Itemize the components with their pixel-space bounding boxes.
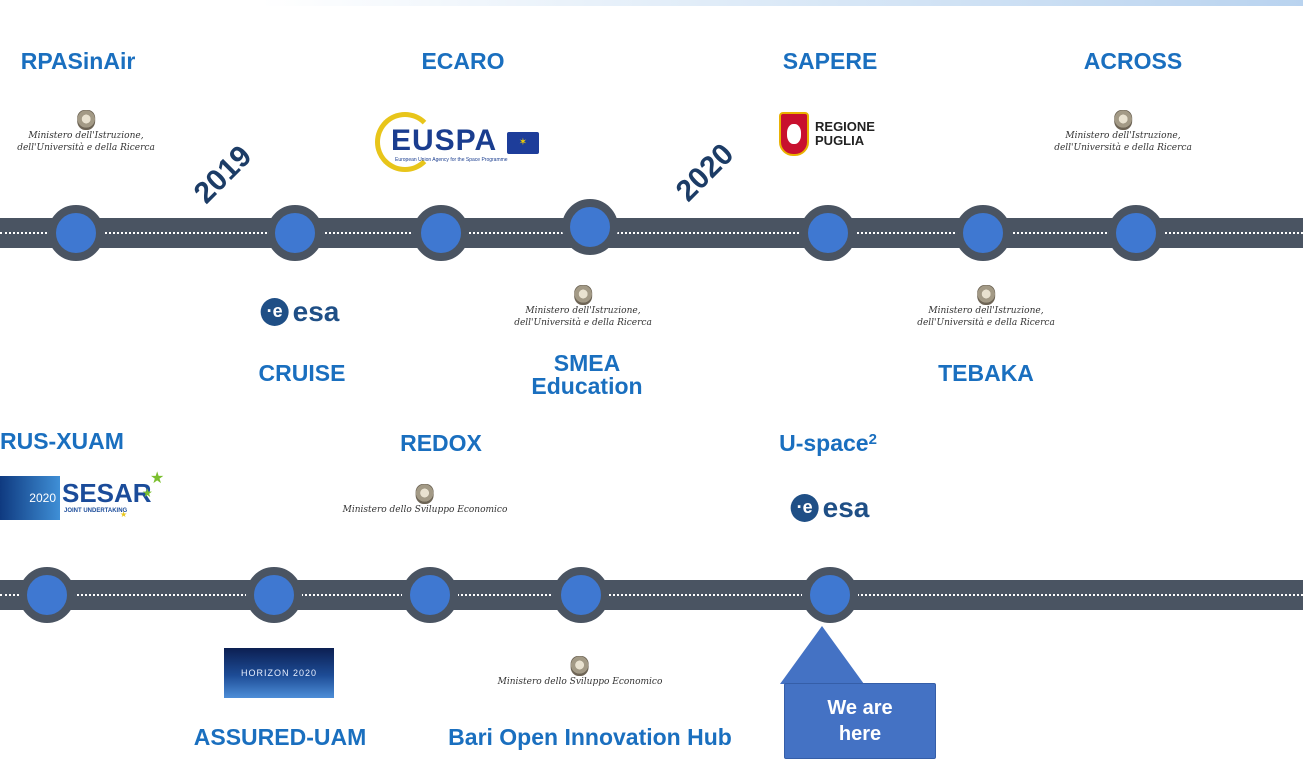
project-label-sapere: SAPERE bbox=[782, 48, 878, 74]
star-icon: ★ bbox=[150, 470, 165, 487]
ministero-line2: dell'Università e della Ricerca bbox=[917, 318, 1055, 328]
u-space-superscript: 2 bbox=[868, 431, 877, 448]
ministero-iur-logo: Ministero dell'Istruzione, dell'Universi… bbox=[1054, 110, 1192, 154]
ministero-line1: Ministero dell'Istruzione, bbox=[928, 306, 1044, 316]
u-space-name: U-space bbox=[779, 430, 869, 456]
sesar-band: 2020 bbox=[0, 476, 60, 520]
project-label-u-space: U-space2 bbox=[779, 432, 877, 455]
ministero-mise-text: Ministero dello Sviluppo Economico bbox=[497, 677, 663, 687]
ministero-line1: Ministero dell'Istruzione, bbox=[1065, 131, 1181, 141]
esa-circle-icon: ·e bbox=[790, 494, 819, 522]
horizon-2020-logo: HORIZON 2020 bbox=[224, 648, 334, 698]
timeline-road-top bbox=[0, 218, 1303, 248]
marker-line1: We are bbox=[827, 697, 893, 719]
project-label-redox: REDOX bbox=[400, 430, 482, 456]
italian-emblem-icon bbox=[77, 110, 95, 130]
esa-wordmark: esa bbox=[822, 492, 870, 523]
timeline-node bbox=[413, 205, 469, 261]
timeline-road-bottom bbox=[0, 580, 1303, 610]
ministero-line2: dell'Università e della Ricerca bbox=[514, 318, 652, 328]
year-2019: 2019 bbox=[187, 139, 259, 210]
timeline-node bbox=[553, 567, 609, 623]
project-label-smea-education: SMEA Education bbox=[531, 352, 642, 398]
up-arrow-icon bbox=[780, 626, 864, 684]
timeline-node bbox=[402, 567, 458, 623]
eu-flag-icon: ✶ bbox=[507, 132, 539, 154]
we-are-here-marker: We are here bbox=[784, 683, 936, 759]
ministero-line1: Ministero dell'Istruzione, bbox=[525, 306, 641, 316]
puglia-line1: REGIONE bbox=[815, 119, 875, 134]
project-label-assured-uam: ASSURED-UAM bbox=[193, 724, 367, 750]
timeline-node bbox=[802, 567, 858, 623]
sesar-wordmark: SESAR bbox=[62, 478, 152, 508]
project-label-tebaka: TEBAKA bbox=[938, 360, 1034, 386]
star-icon: ★ bbox=[142, 486, 153, 500]
italian-emblem-icon bbox=[415, 484, 434, 504]
ministero-mise-logo: Ministero dello Sviluppo Economico bbox=[497, 656, 663, 688]
euspa-ring-icon bbox=[375, 112, 435, 172]
italian-emblem-icon bbox=[977, 285, 995, 305]
timeline-node bbox=[246, 567, 302, 623]
timeline-node bbox=[800, 205, 856, 261]
esa-circle-icon: ·e bbox=[260, 298, 289, 326]
esa-wordmark: esa bbox=[292, 296, 340, 327]
regione-puglia-logo: REGIONE PUGLIA bbox=[779, 112, 875, 156]
year-2020: 2020 bbox=[669, 137, 741, 208]
project-label-line: SMEA bbox=[553, 350, 621, 376]
sesar-subtitle: JOINT UNDERTAKING bbox=[64, 508, 128, 514]
marker-line2: here bbox=[838, 723, 882, 745]
timeline-node bbox=[267, 205, 323, 261]
project-label-cruise: CRUISE bbox=[258, 360, 346, 386]
euspa-logo: EUSPA ✶ European Union Agency for the Sp… bbox=[375, 112, 545, 172]
project-label-rus-xuam: RUS-XUAM bbox=[0, 428, 124, 454]
ministero-mise-text: Ministero dello Sviluppo Economico bbox=[342, 505, 508, 515]
project-label-ecaro: ECARO bbox=[421, 48, 505, 74]
top-gradient-band bbox=[0, 0, 1303, 6]
puglia-coat-of-arms-icon bbox=[779, 112, 810, 156]
ministero-iur-logo: Ministero dell'Istruzione, dell'Universi… bbox=[17, 110, 155, 154]
project-label-rpasinair: RPASinAir bbox=[20, 48, 136, 74]
ministero-line2: dell'Università e della Ricerca bbox=[1054, 143, 1192, 153]
timeline-node bbox=[1108, 205, 1164, 261]
timeline-node bbox=[562, 199, 618, 255]
ministero-iur-logo: Ministero dell'Istruzione, dell'Universi… bbox=[514, 285, 652, 329]
timeline-node bbox=[19, 567, 75, 623]
italian-emblem-icon bbox=[570, 656, 589, 676]
project-label-line: Education bbox=[531, 373, 643, 399]
ministero-line1: Ministero dell'Istruzione, bbox=[28, 131, 144, 141]
esa-logo: ·e esa bbox=[790, 492, 870, 524]
ministero-mise-logo: Ministero dello Sviluppo Economico bbox=[342, 484, 508, 516]
project-label-bari-open-innovation-hub: Bari Open Innovation Hub bbox=[448, 724, 732, 750]
euspa-wordmark: EUSPA bbox=[391, 124, 498, 157]
project-label-across: ACROSS bbox=[1083, 48, 1183, 74]
italian-emblem-icon bbox=[1114, 110, 1132, 130]
star-icon: ★ bbox=[120, 510, 128, 519]
ministero-line2: dell'Università e della Ricerca bbox=[17, 143, 155, 153]
timeline-node bbox=[955, 205, 1011, 261]
italian-emblem-icon bbox=[574, 285, 592, 305]
puglia-line2: PUGLIA bbox=[815, 133, 865, 148]
euspa-subtitle: European Union Agency for the Space Prog… bbox=[395, 157, 508, 163]
timeline-node bbox=[48, 205, 104, 261]
esa-logo: ·e esa bbox=[260, 296, 340, 328]
sesar-logo: 2020 SESAR JOINT UNDERTAKING ★ ★ ★ bbox=[0, 466, 175, 528]
ministero-iur-logo: Ministero dell'Istruzione, dell'Universi… bbox=[917, 285, 1055, 329]
